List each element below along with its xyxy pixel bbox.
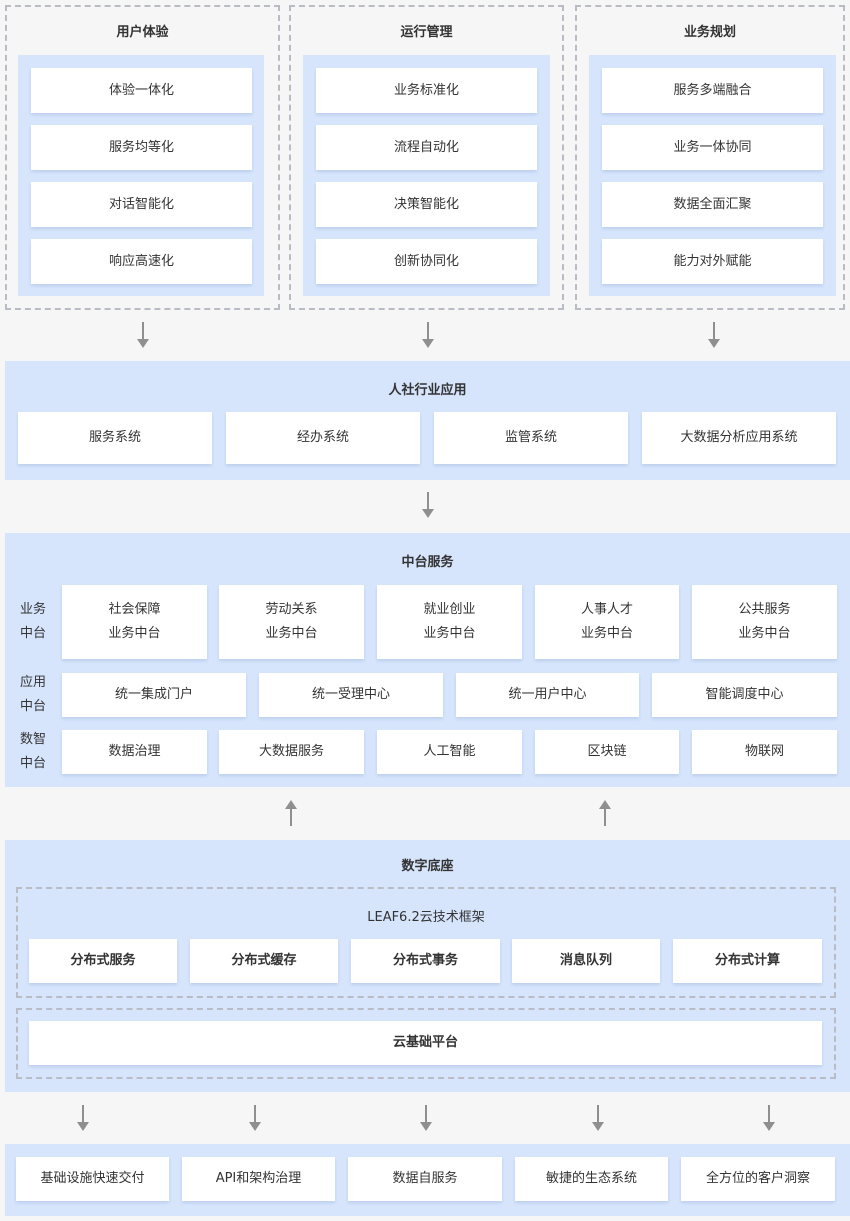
cloud-frame [16,1008,836,1079]
digital-title: 数字底座 [401,859,454,874]
business-platform-item: 人事人才业务中台 [535,585,679,659]
application-platform-item: 统一受理中心 [259,673,443,717]
data-platform-item: 人工智能 [377,730,522,774]
arrow-down-icon [763,1105,775,1131]
business-platform-item: 就业创业业务中台 [377,585,522,659]
capability-item: 全方位的客户洞察 [681,1157,835,1201]
item-card: 决策智能化 [316,182,537,227]
capability-item: API和架构治理 [182,1157,335,1201]
column-frame-business-planning [575,5,845,310]
arrow-down-icon [249,1105,261,1131]
column-frame-operation-management [289,5,564,310]
item-card: 数据全面汇聚 [602,182,823,227]
framework-item: 分布式服务 [29,939,177,983]
item-card: 业务一体协同 [602,125,823,170]
data-platform-label-line2: 中台 [19,756,46,771]
cloud-platform: 云基础平台 [29,1021,822,1065]
framework-item: 消息队列 [512,939,660,983]
industry-item: 大数据分析应用系统 [642,412,836,464]
business-platform-item: 社会保障业务中台 [62,585,207,659]
column-title-user-experience: 用户体验 [116,25,169,40]
arrow-down-icon [592,1105,604,1131]
data-platform-label: 数智 中台 [13,728,53,776]
item-card: 能力对外赋能 [602,239,823,284]
item-card: 业务标准化 [316,68,537,113]
arrow-up-icon [285,800,297,826]
item-card: 服务多端融合 [602,68,823,113]
item-card: 体验一体化 [31,68,252,113]
business-platform-label-line2: 中台 [19,626,46,641]
application-platform-item: 统一集成门户 [62,673,246,717]
industry-item: 经办系统 [226,412,420,464]
application-platform-item: 统一用户中心 [456,673,639,717]
business-platform-item: 劳动关系业务中台 [219,585,364,659]
arrow-down-icon [708,322,720,348]
item-card: 对话智能化 [31,182,252,227]
arrow-down-icon [137,322,149,348]
column-frame-user-experience [5,5,280,310]
framework-frame [16,887,836,998]
application-platform-label: 应用 中台 [13,671,53,719]
arrow-down-icon [420,1105,432,1131]
application-platform-item: 智能调度中心 [652,673,837,717]
item-card: 创新协同化 [316,239,537,284]
arrow-down-icon [422,322,434,348]
capability-item: 基础设施快速交付 [16,1157,169,1201]
item-card: 服务均等化 [31,125,252,170]
industry-title: 人社行业应用 [388,383,467,398]
application-platform-label-line1: 应用 [19,675,46,690]
data-platform-item: 区块链 [535,730,679,774]
capability-item: 敏捷的生态系统 [515,1157,668,1201]
industry-item: 服务系统 [18,412,212,464]
business-platform-label: 业务 中台 [13,598,53,646]
capability-item: 数据自服务 [348,1157,502,1201]
framework-item: 分布式事务 [351,939,500,983]
item-card: 响应高速化 [31,239,252,284]
column-title-business-planning: 业务规划 [683,25,736,40]
column-title-operation-management: 运行管理 [400,25,453,40]
framework-title: LEAF6.2云技术框架 [367,910,485,925]
business-platform-label-line1: 业务 [19,602,46,617]
industry-item: 监管系统 [434,412,628,464]
data-platform-item: 数据治理 [62,730,207,774]
item-card: 流程自动化 [316,125,537,170]
data-platform-label-line1: 数智 [19,732,46,747]
framework-item: 分布式缓存 [190,939,338,983]
data-platform-item: 大数据服务 [219,730,364,774]
data-platform-item: 物联网 [692,730,837,774]
arrow-down-icon [77,1105,89,1131]
application-platform-label-line2: 中台 [19,699,46,714]
arrow-up-icon [599,800,611,826]
framework-item: 分布式计算 [673,939,822,983]
business-platform-item: 公共服务业务中台 [692,585,837,659]
middle-title: 中台服务 [401,555,454,570]
arrow-down-icon [422,492,434,518]
